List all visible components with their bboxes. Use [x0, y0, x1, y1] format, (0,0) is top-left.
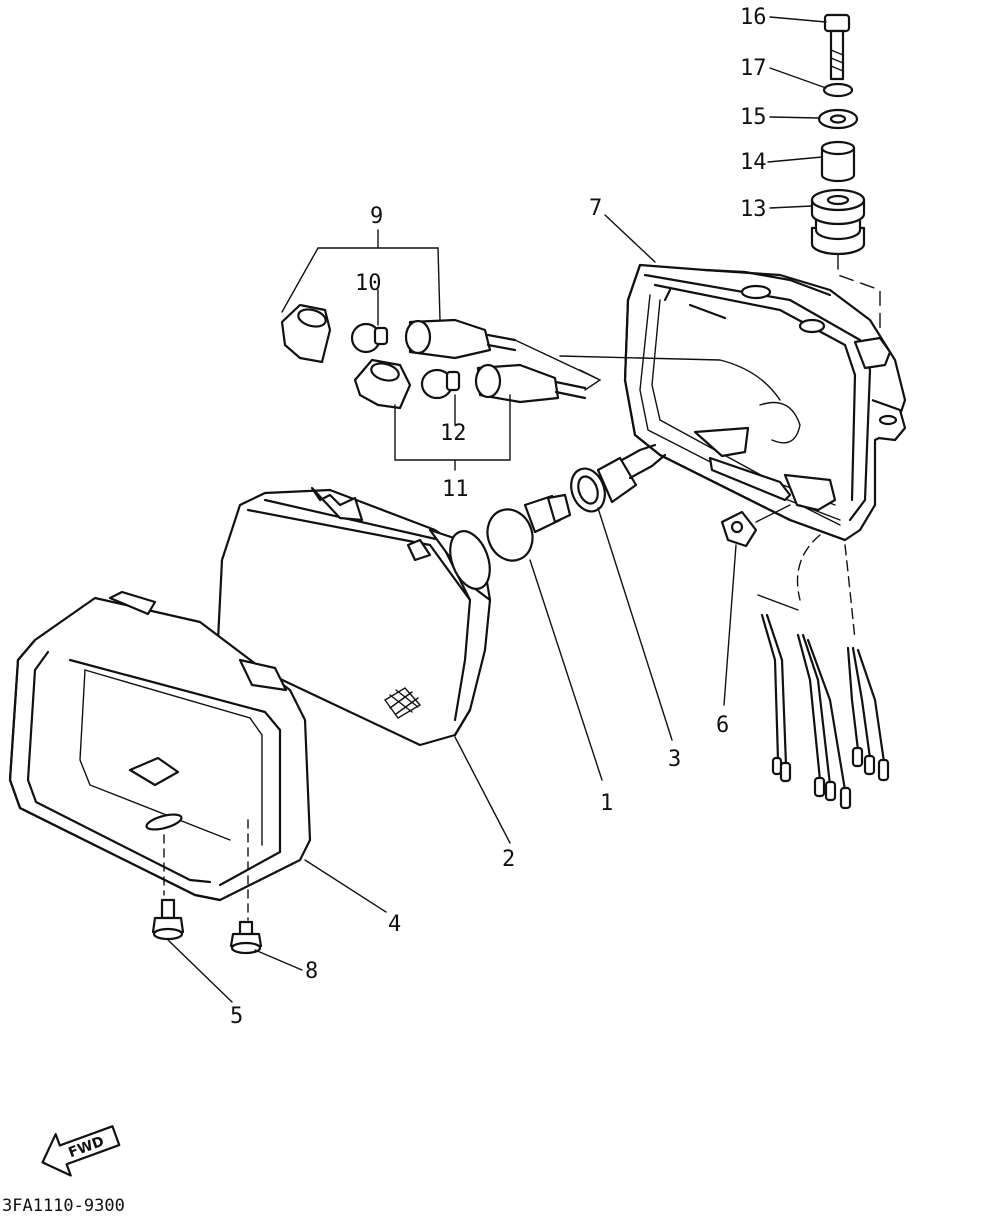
part-11-cord-sockets: [404, 318, 587, 404]
part-14-collar: [820, 140, 856, 183]
callout-6: 6: [716, 713, 729, 738]
part-15-washer: [817, 108, 859, 130]
callout-5: 5: [230, 1004, 243, 1029]
callout-1: 1: [600, 791, 613, 816]
callout-14: 14: [740, 150, 767, 175]
callout-11: 11: [442, 477, 469, 502]
part-2-headlight-unit: [216, 486, 492, 747]
callout-7: 7: [589, 196, 602, 221]
callout-3: 3: [668, 747, 681, 772]
callout-10: 10: [355, 271, 382, 296]
part-16-bolt: [823, 13, 851, 81]
callout-2: 2: [502, 847, 515, 872]
part-4-headlight-rim: [8, 590, 312, 921]
part-17-spring-washer: [822, 82, 854, 98]
part-8-screw: [229, 920, 263, 955]
drawing-code: 3FA1110-9300: [2, 1196, 125, 1216]
part-10-bulb: [350, 322, 389, 354]
callout-8: 8: [305, 959, 318, 984]
callout-labels: 16 17 15 14 13 7 9 10 12 11 6 3 1 2 4 8 …: [230, 5, 767, 1029]
callout-15: 15: [740, 105, 767, 130]
wire-harness: [757, 534, 890, 810]
callout-12: 12: [440, 421, 467, 446]
callout-17: 17: [740, 56, 767, 81]
callout-13: 13: [740, 197, 767, 222]
part-5-screw: [151, 898, 185, 941]
callout-9: 9: [370, 204, 383, 229]
part-6-clip-nut: [720, 504, 791, 548]
part-1-headlight-bulb: [486, 493, 572, 562]
callout-16: 16: [740, 5, 767, 30]
part-3-bulb-socket: [570, 443, 667, 513]
fwd-direction-arrow: FWD: [41, 1125, 121, 1177]
part-9-sockets: [280, 303, 412, 410]
leader-lines: [167, 16, 827, 1003]
part-7-headlight-housing: [623, 263, 907, 542]
lens-pattern: [383, 687, 422, 719]
part-12-bulb: [420, 368, 461, 400]
group-bracket-11: [394, 394, 511, 471]
callout-4: 4: [388, 912, 401, 937]
group-bracket-9: [281, 229, 441, 321]
part-13-grommet: [810, 188, 866, 256]
